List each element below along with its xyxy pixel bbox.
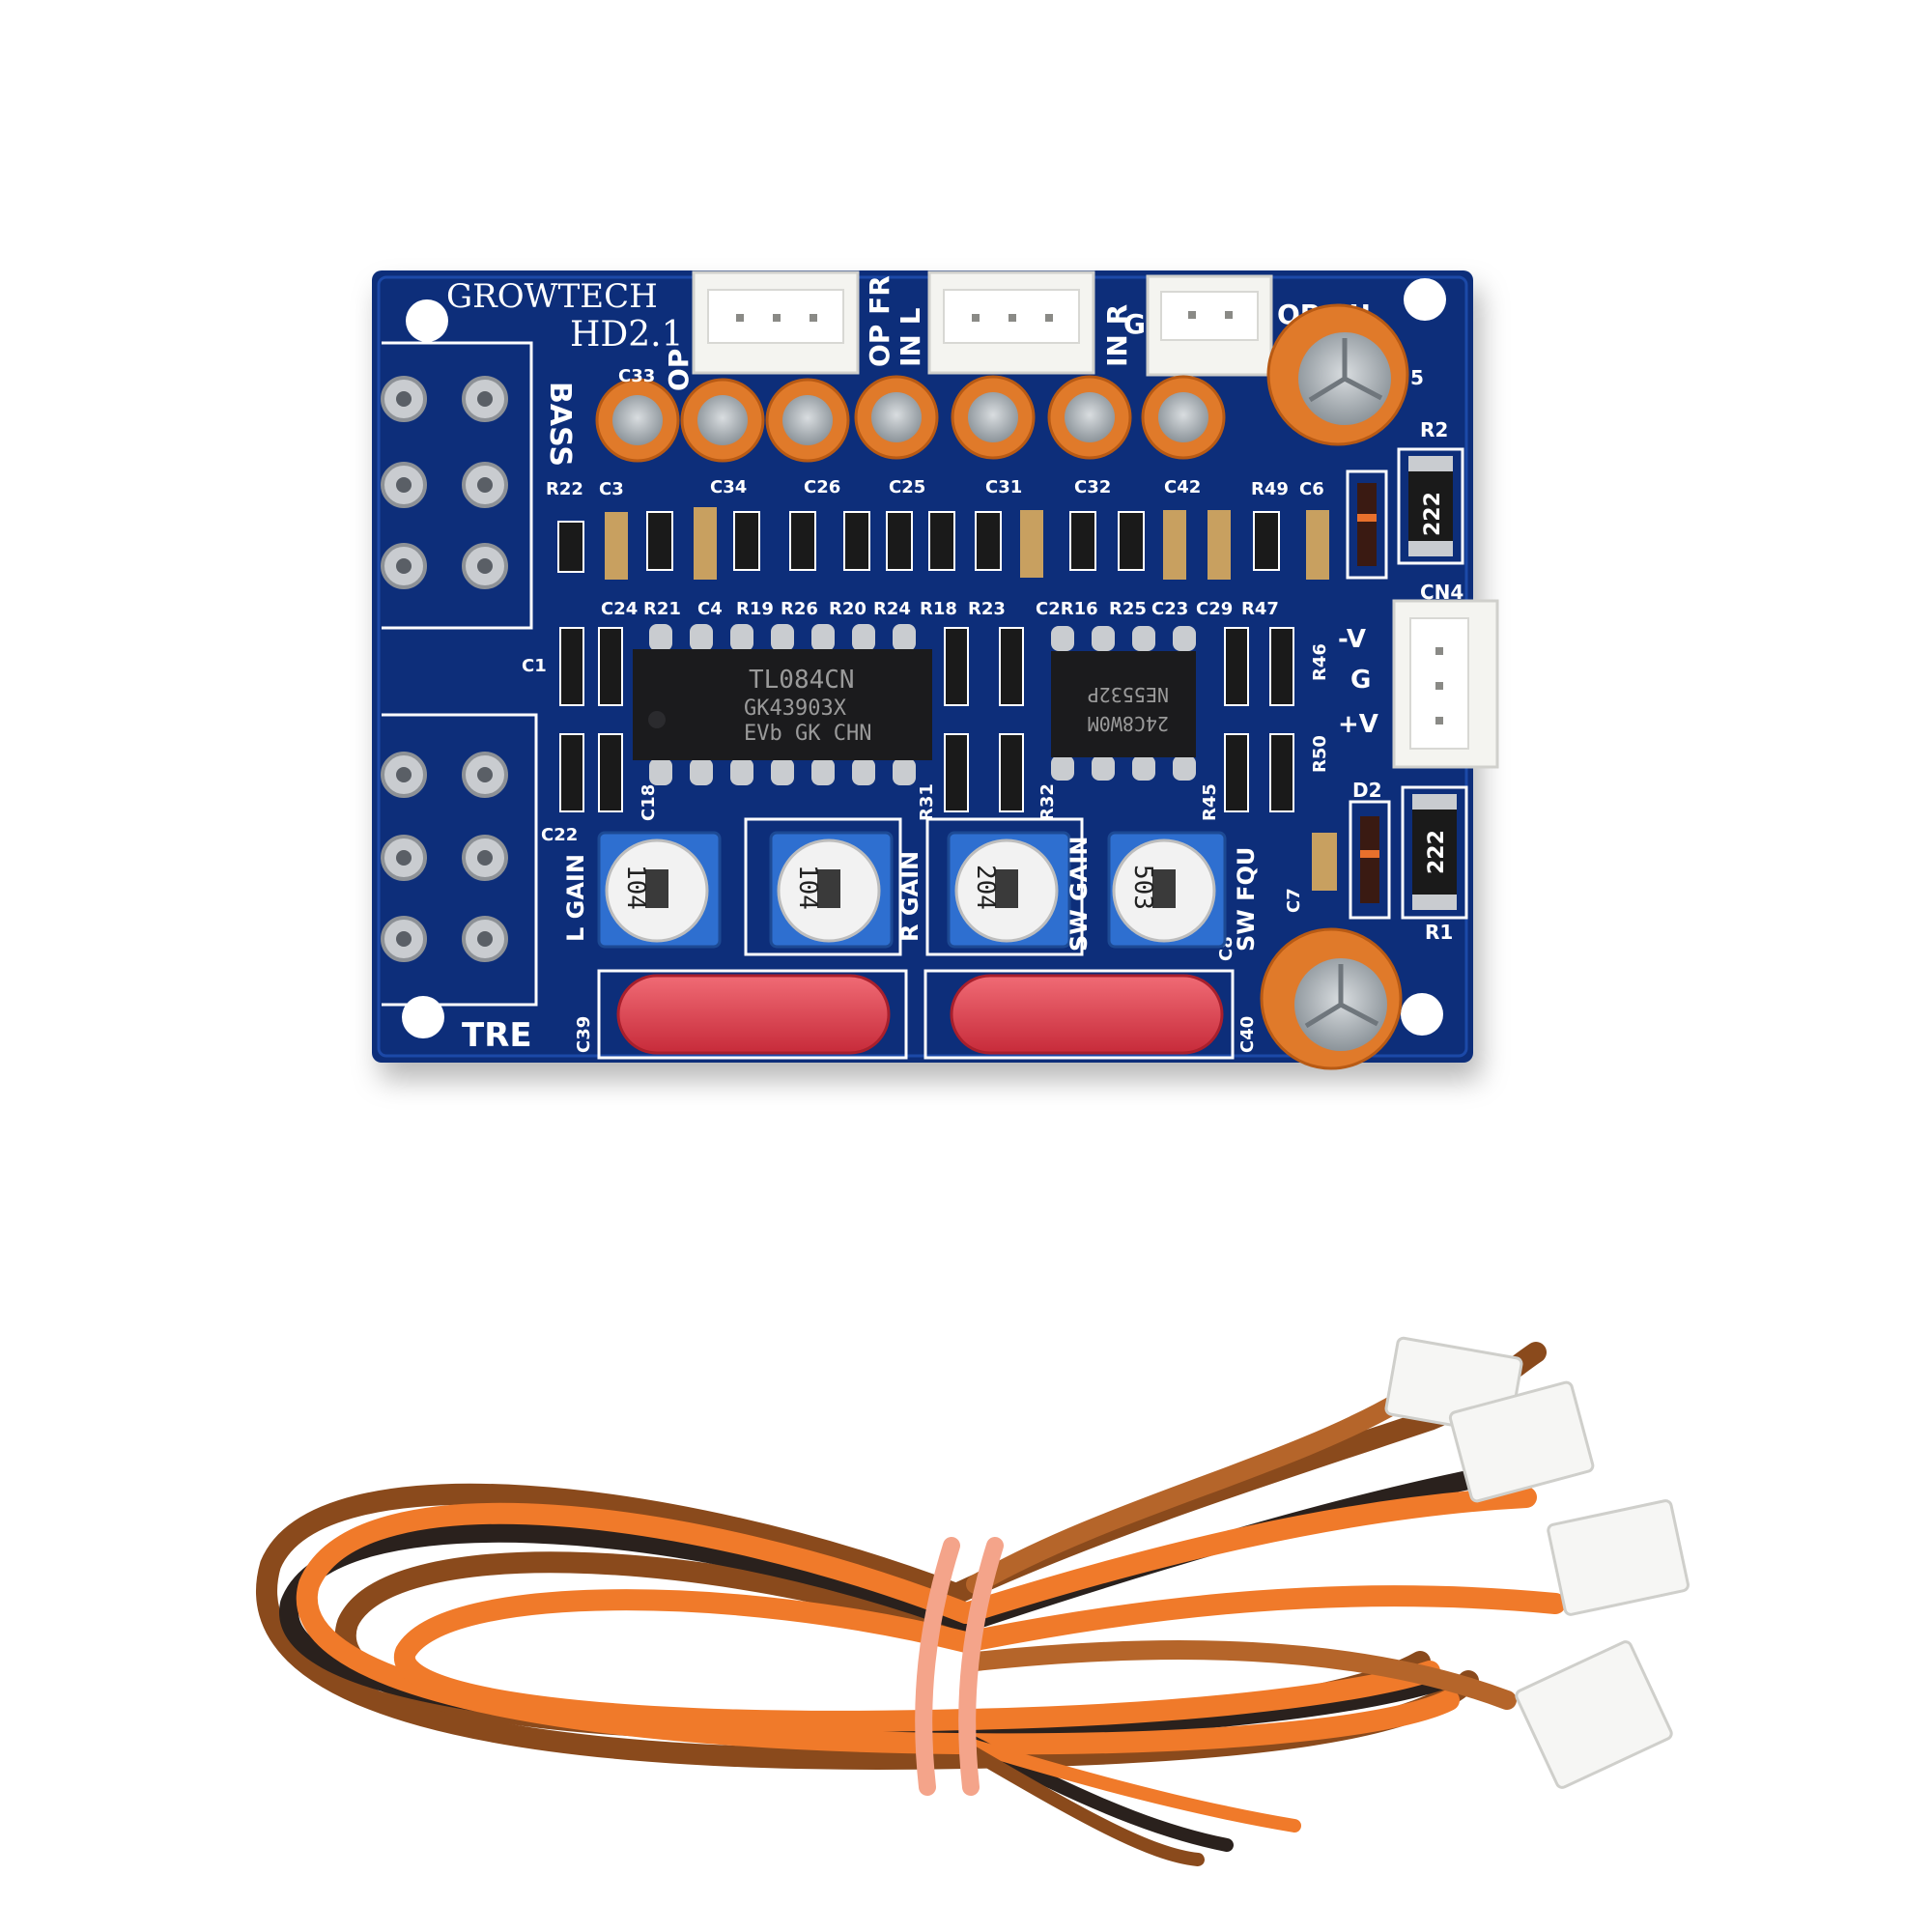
bass-header-pads xyxy=(381,376,508,589)
r1-code: 222 xyxy=(1425,830,1449,874)
r2-label: R2 xyxy=(1420,418,1448,441)
cap-ref: C42 xyxy=(1164,477,1201,497)
ref-label: R21 xyxy=(643,599,681,619)
r1-label: R1 xyxy=(1425,921,1453,944)
trimmer-pots xyxy=(597,831,1227,949)
cap-ref: C26 xyxy=(804,477,840,497)
poly-caps xyxy=(616,974,1224,1055)
cap-ref: C31 xyxy=(985,477,1022,497)
pot-code: 503 xyxy=(1128,865,1157,910)
ref-label: C29 xyxy=(1196,599,1233,619)
r46-label: R46 xyxy=(1310,643,1330,681)
d2-label: D2 xyxy=(1352,779,1382,802)
ref-label: C4 xyxy=(697,599,723,619)
wire-connectors xyxy=(1384,1336,1690,1789)
smd-row-top xyxy=(557,507,1329,580)
ref-label: R22 xyxy=(546,479,583,499)
jst-connectors-top xyxy=(692,270,1273,377)
ref-label: R49 xyxy=(1251,479,1289,499)
c5-label: 5 xyxy=(1410,366,1424,389)
ref-label: C3 xyxy=(599,479,624,499)
g-side-label: G xyxy=(1350,666,1371,695)
ref-label: R24 xyxy=(873,599,911,619)
g-top-label: G xyxy=(1123,308,1146,340)
cap-ref: C25 xyxy=(889,477,925,497)
r50-label: R50 xyxy=(1310,735,1330,773)
c22-label: C22 xyxy=(541,825,578,845)
electrolytic-caps-top xyxy=(595,375,1226,463)
power-cap-top xyxy=(1266,303,1409,446)
minus-v-label: -V xyxy=(1338,625,1366,654)
c18-label: C18 xyxy=(639,784,659,821)
tre-label: TRE xyxy=(462,1016,532,1055)
pot-code: 104 xyxy=(793,865,822,910)
r2-code: 222 xyxy=(1421,492,1445,536)
ic1-line2: GK43903X xyxy=(744,696,847,721)
sw-fqu-label: SW FQU xyxy=(1233,847,1260,952)
ref-label: R25 xyxy=(1109,599,1147,619)
pot-code: 104 xyxy=(621,865,650,910)
c40-label: C40 xyxy=(1237,1016,1258,1053)
jst-connector-cn4 xyxy=(1392,599,1499,769)
cn4-label: CN4 xyxy=(1420,581,1463,604)
ic1-line1: TL084CN xyxy=(749,666,855,695)
ref-label: R23 xyxy=(968,599,1006,619)
cap-ref: C34 xyxy=(710,477,747,497)
mounting-holes xyxy=(402,278,1446,1038)
brand-label: GROWTECH xyxy=(446,277,658,316)
r-gain-label: R GAIN xyxy=(896,851,923,942)
c7-label: C7 xyxy=(1284,888,1304,913)
r32-label: R32 xyxy=(1037,783,1058,821)
l-gain-label: L GAIN xyxy=(562,854,589,942)
diodes xyxy=(1346,469,1391,920)
ic2-line1: NE5532P xyxy=(1088,683,1169,706)
r31-label: R31 xyxy=(917,783,937,821)
ref-label: R20 xyxy=(829,599,867,619)
ref-label: C6 xyxy=(1299,479,1324,499)
ic1-line3: EVb GK CHN xyxy=(744,722,871,746)
plus-v-label: +V xyxy=(1338,710,1378,739)
op-label: OP xyxy=(663,349,695,391)
resistor-r1: 222 xyxy=(1401,785,1468,920)
tre-header-pads xyxy=(381,752,508,962)
ref-label: C23 xyxy=(1151,599,1188,619)
op-fr-label: OP FR xyxy=(864,275,895,367)
ic2-line2: 24C8W0M xyxy=(1088,712,1169,735)
cable-bundle xyxy=(256,1342,1566,1866)
c39-label: C39 xyxy=(574,1016,594,1053)
in-r-label: IN R xyxy=(1101,304,1133,367)
c1-label: C1 xyxy=(522,656,547,676)
ic-tl084: TL084CN GK43903X EVb GK CHN xyxy=(633,624,932,785)
ic-ne5532: NE5532P 24C8W0M xyxy=(1051,626,1196,781)
ref-label: C2R16 xyxy=(1036,599,1098,619)
resistor-r2: 222 xyxy=(1397,447,1464,565)
ref-label: R19 xyxy=(736,599,774,619)
cap-ref: C33 xyxy=(618,366,655,386)
sw-gain-label: SW GAIN xyxy=(1065,837,1093,952)
smd-mid xyxy=(559,627,1337,891)
r45-label: R45 xyxy=(1200,783,1220,821)
silk-outlines xyxy=(382,341,1235,1060)
pot-code: 204 xyxy=(971,865,1000,910)
in-l-label: IN L xyxy=(895,307,926,367)
ref-label: R47 xyxy=(1241,599,1279,619)
bass-label: BASS xyxy=(543,382,577,467)
ref-label: R26 xyxy=(781,599,818,619)
ref-label: R18 xyxy=(920,599,957,619)
cap-ref: C32 xyxy=(1074,477,1111,497)
ref-label: C24 xyxy=(601,599,638,619)
model-label: HD2.1 xyxy=(570,315,684,355)
power-cap-bottom xyxy=(1260,927,1403,1070)
